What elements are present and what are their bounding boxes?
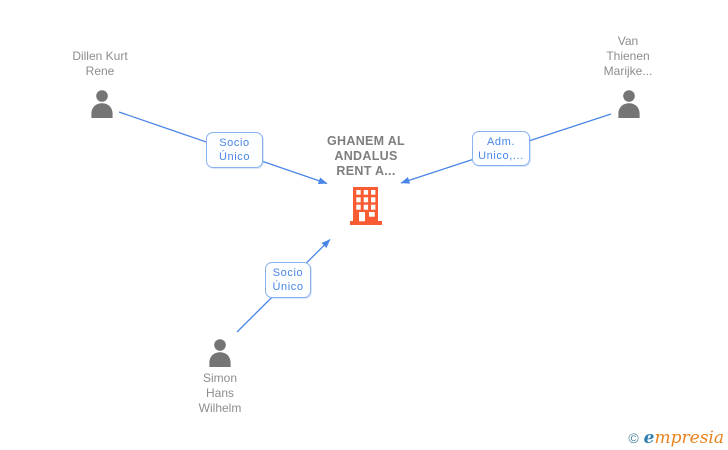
person-name-simon[interactable]: Simon Hans Wilhelm (198, 371, 242, 415)
person-icon[interactable] (205, 337, 235, 372)
empresia-logo[interactable]: © empresia (628, 429, 724, 447)
building-icon[interactable] (349, 184, 383, 231)
edge-label-socio-unico-simon[interactable]: Socio Único (265, 262, 311, 298)
person-name-dillen[interactable]: Dillen Kurt Rene (72, 49, 128, 78)
edge-label-adm-unico-van[interactable]: Adm. Unico,... (472, 131, 530, 166)
edge-label-socio-unico-dillen[interactable]: Socio Único (206, 132, 263, 168)
person-icon[interactable] (87, 88, 117, 123)
copyright-symbol: © (628, 430, 639, 446)
company-name[interactable]: GHANEM AL ANDALUS RENT A... (327, 134, 405, 178)
brand-wordmark: empresia (643, 428, 724, 448)
person-icon[interactable] (614, 88, 644, 123)
person-name-van-thienen[interactable]: Van Thienen Marijke... (603, 34, 653, 78)
